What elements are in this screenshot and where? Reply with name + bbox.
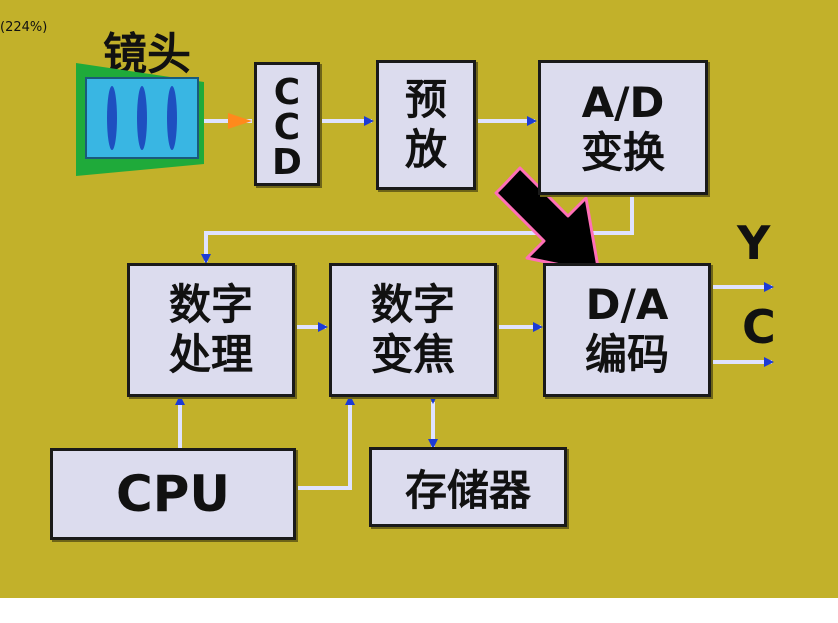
output-c-label: C: [742, 300, 776, 354]
lens-arrowhead: [228, 113, 252, 129]
lens-icon: [76, 63, 204, 176]
preamp-block: 预 放: [376, 60, 476, 190]
da-encoder-label: D/A 编码: [584, 280, 669, 379]
wire-ad-processing: [201, 195, 634, 264]
connections: [76, 63, 774, 490]
cpu-block: CPU: [50, 448, 296, 540]
ad-converter-label: A/D 变换: [580, 77, 665, 177]
memory-label: 存储器: [404, 465, 531, 515]
digital-zoom-block: 数字 变焦: [329, 263, 497, 397]
digital-zoom-label: 数字 变焦: [370, 280, 455, 379]
diagram-canvas: (224%) 镜头: [0, 0, 838, 598]
ccd-label: CCD: [266, 71, 308, 177]
digital-processing-label: 数字 处理: [168, 280, 253, 379]
da-encoder-block: D/A 编码: [543, 263, 711, 397]
cpu-label: CPU: [116, 465, 230, 523]
zoom-level: (224%): [0, 20, 48, 35]
memory-block: 存储器: [369, 447, 567, 527]
ccd-block: CCD: [254, 62, 320, 186]
wire-cpu-zoom: [296, 395, 355, 490]
digital-processing-block: 数字 处理: [127, 263, 295, 397]
ad-converter-block: A/D 变换: [538, 60, 708, 195]
output-y-label: Y: [737, 216, 771, 270]
preamp-label: 预 放: [404, 75, 447, 174]
